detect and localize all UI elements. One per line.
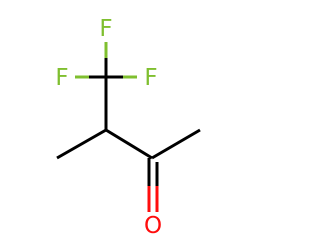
bond-c3-c2 <box>105 128 153 160</box>
atom-label-fluorine-left: F <box>55 65 68 91</box>
atom-label-oxygen: O <box>144 213 162 239</box>
atom-label-fluorine-top: F <box>99 16 112 42</box>
bond-c3-methyl <box>56 128 107 160</box>
atom-label-fluorine-right: F <box>144 65 157 91</box>
bond-c2-c1 <box>151 128 201 160</box>
structural-formula: F F F O <box>55 16 201 239</box>
